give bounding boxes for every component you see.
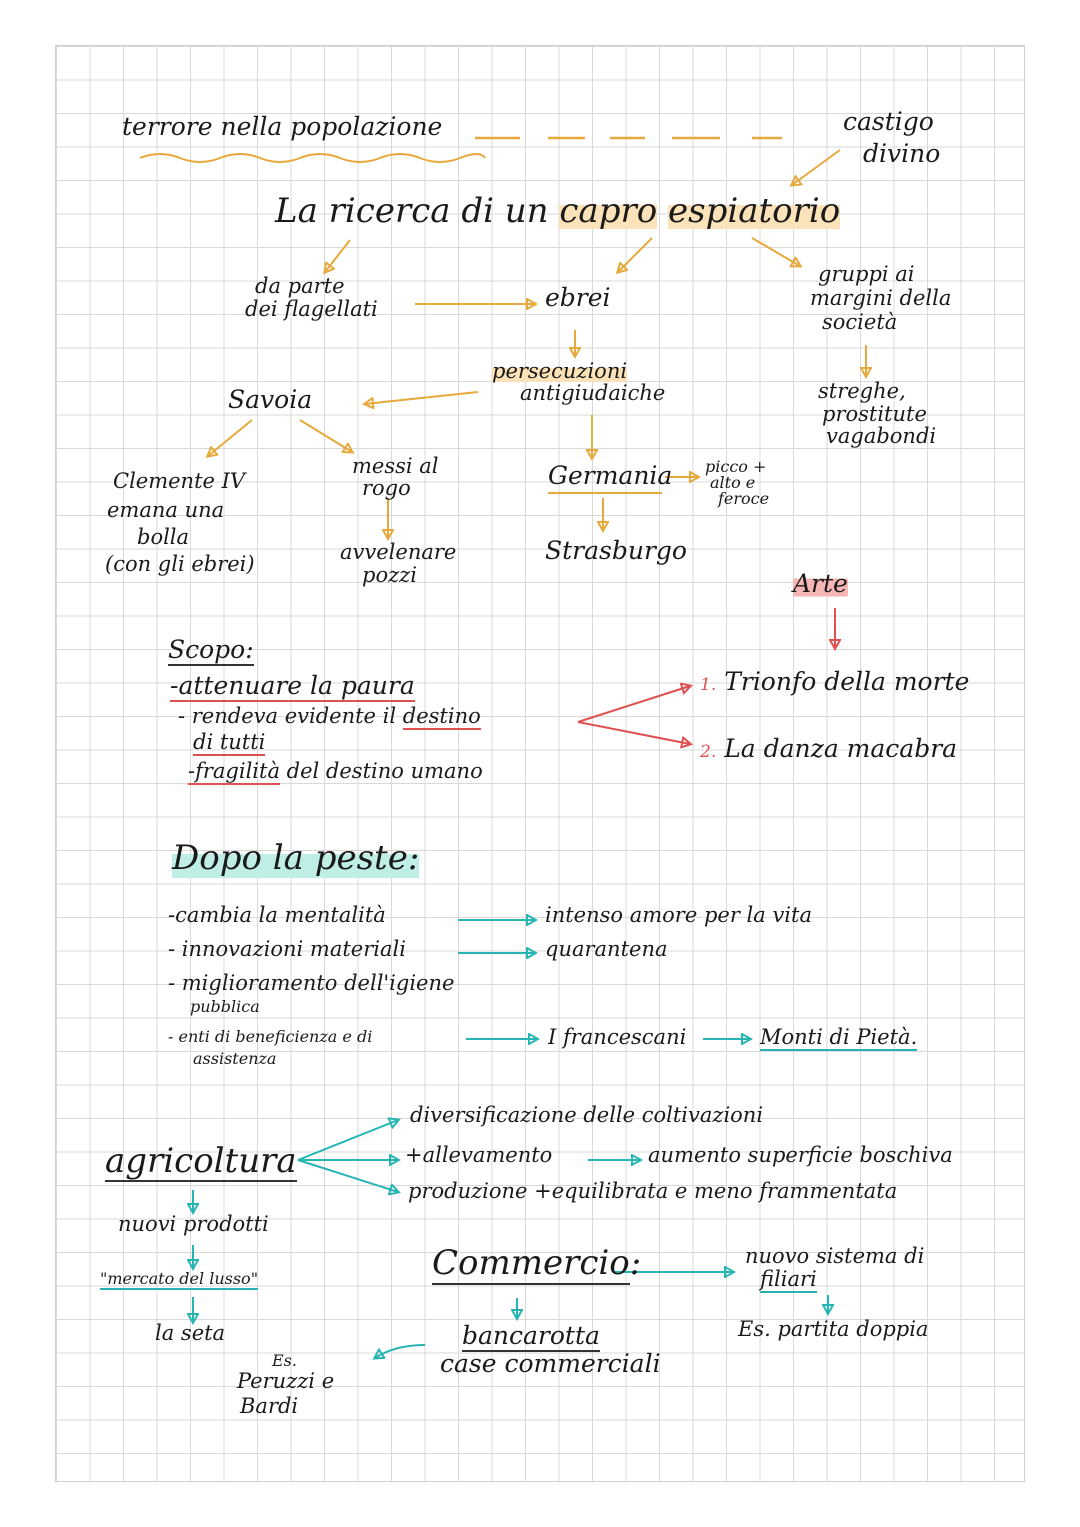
clemente-label-4: (con gli ebrei) [105,552,255,576]
flagellati-label: da parte [255,274,345,298]
seta-label: la seta [155,1321,226,1345]
gruppi-label: gruppi ai [818,262,915,286]
flagellati-label-2: dei flagellati [245,297,378,321]
grid-paper [55,45,1025,1482]
scopo-line-4: -fragilità del destino umano [188,759,483,785]
gruppi-label-2: margini della [810,286,952,310]
dopo-line-1: -cambia la mentalità [168,903,386,927]
francescani-label: I francescani [548,1025,687,1049]
ebrei-label: ebrei [545,283,611,312]
dopo-line-2-result: quarantena [545,937,668,961]
clemente-label-3: bolla [137,525,190,549]
avvelenare-label: avvelenare [340,540,457,564]
sistema-label: nuovo sistema di [745,1244,925,1268]
monti-label: Monti di Pietà. [760,1025,918,1052]
dopo-line-2: - innovazioni materiali [168,937,406,961]
gruppi-label-3: società [822,310,898,334]
dopo-line-3: - miglioramento dell'igiene [168,971,455,995]
peruzzi-label: Peruzzi e [237,1369,335,1393]
dopo-title: Dopo la peste: [172,838,420,878]
persecuzioni-label-2: antigiudaiche [520,381,666,405]
agri-branch-2-result: aumento superficie boschiva [648,1143,953,1167]
bancarotta-label: bancarotta [462,1321,600,1352]
mercato-lusso: "mercato del lusso" [100,1269,259,1290]
avvelenare-label-2: pozzi [362,563,417,587]
dopo-line-4: - enti di beneficienza e di [168,1027,373,1046]
clemente-label-2: emana una [107,498,225,522]
savoia-label: Savoia [228,385,313,414]
scopo-line-1: -attenuare la paura [170,671,415,702]
arte-item-1: 1. Trionfo della morte [700,667,970,696]
partita-label: Es. partita doppia [738,1317,929,1341]
bardi-label: Bardi [240,1394,299,1418]
commercio-title: Commercio: [432,1243,642,1285]
strasburgo-label: Strasburgo [545,536,687,565]
terrore-label: terrore nella popolazione [122,112,443,141]
agri-branch-3: produzione +equilibrata e meno frammenta… [408,1179,898,1203]
nuovi-prodotti: nuovi prodotti [118,1212,269,1236]
es-label: Es. [272,1351,297,1370]
dopo-line-4b: assistenza [193,1049,277,1068]
persecuzioni-label: persecuzioni [492,359,628,384]
messi-label-2: rogo [362,476,411,500]
ricerca-title: La ricerca di un capro espiatorio [275,191,841,231]
germania-label: Germania [548,461,673,490]
picco-label-2: alto e [710,473,756,492]
castigo-label: castigo [843,107,934,136]
agri-branch-2: +allevamento [405,1143,553,1167]
sistema-label-2: filiari [760,1267,817,1294]
streghe-label-2: prostitute [822,402,927,426]
messi-label: messi al [352,454,439,478]
divino-label: divino [863,139,941,168]
picco-label: picco + [705,457,767,476]
scopo-line-3: di tutti [193,730,266,757]
agri-branch-1: diversificazione delle coltivazioni [410,1103,764,1127]
scopo-title: Scopo: [168,635,254,666]
picco-label-3: feroce [718,489,770,508]
dopo-line-3b: pubblica [190,997,260,1016]
arte-title: Arte [793,569,848,598]
streghe-label-3: vagabondi [826,424,937,448]
dopo-line-1-result: intenso amore per la vita [545,903,812,927]
scopo-line-2: - rendeva evidente il destino [178,704,481,730]
streghe-label: streghe, [818,379,906,403]
case-label: case commerciali [440,1349,661,1378]
agricoltura-title: agricoltura [105,1141,297,1183]
arte-item-2: 2. La danza macabra [700,734,958,763]
clemente-label: Clemente IV [113,469,246,493]
